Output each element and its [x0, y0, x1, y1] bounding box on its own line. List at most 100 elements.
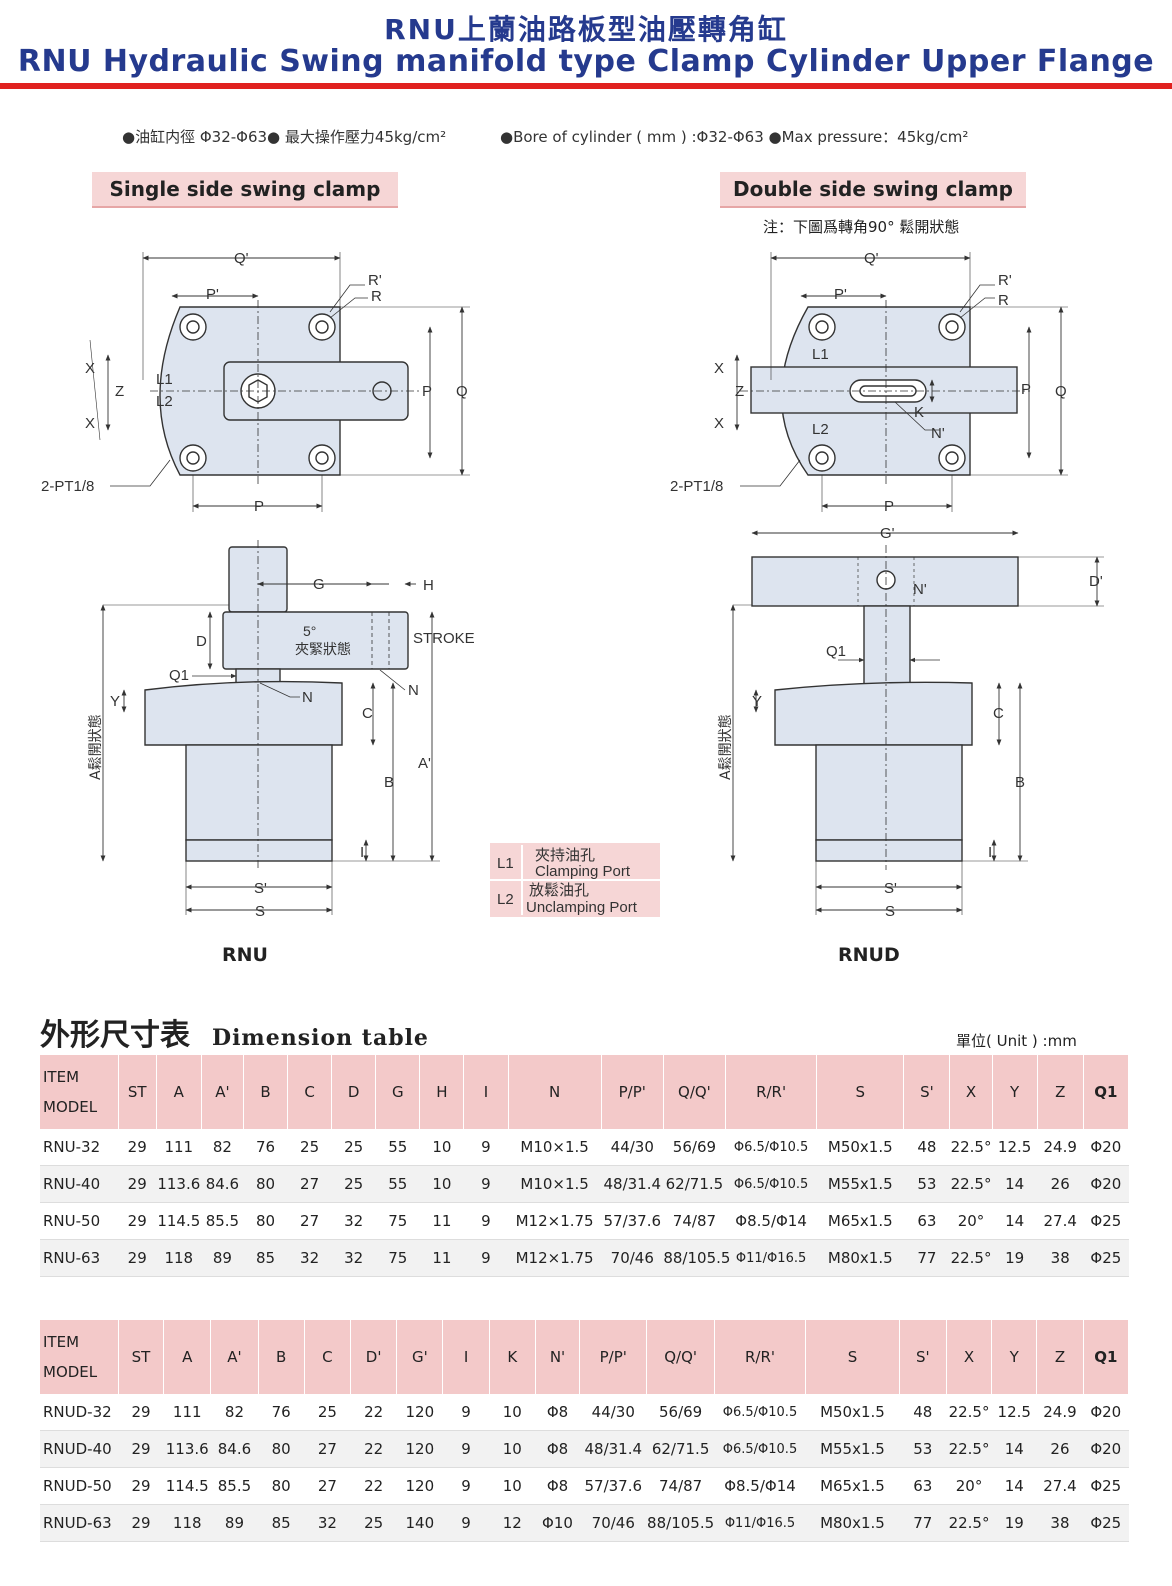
- table-cell: 10: [419, 1165, 464, 1203]
- table-cell: 25: [331, 1165, 376, 1203]
- rnu-label-5deg: 5°: [303, 623, 316, 639]
- table2-header: P/P': [579, 1320, 648, 1394]
- rnu-label-r-prime: R': [368, 272, 382, 289]
- page-title-en: RNU Hydraulic Swing manifold type Clamp …: [17, 44, 1155, 79]
- rnud-label-c: C: [993, 705, 1004, 722]
- table2-header: ST: [118, 1320, 165, 1394]
- table-cell: 19: [991, 1504, 1037, 1542]
- table1-header: D: [331, 1055, 377, 1129]
- table-cell: 111: [163, 1394, 211, 1431]
- table-cell: 114.5: [163, 1467, 211, 1505]
- table-cell: 140: [396, 1504, 443, 1542]
- rnu-label-b: B: [384, 774, 394, 791]
- model-cell: RNU-40: [40, 1165, 119, 1203]
- table-cell: 55: [375, 1165, 420, 1203]
- table-cell: 32: [304, 1504, 351, 1542]
- table1-header: S': [903, 1055, 951, 1129]
- legend-l2-zh: 放鬆油孔: [529, 881, 589, 899]
- table1-header: B: [243, 1055, 289, 1129]
- table-cell: 85: [258, 1504, 305, 1542]
- table-cell: 113.6: [156, 1165, 202, 1203]
- table-cell: 74/87: [663, 1202, 726, 1240]
- table-cell: 80: [243, 1165, 288, 1203]
- table-cell: 75: [375, 1239, 420, 1277]
- table-cell: Φ25: [1083, 1467, 1129, 1505]
- model-cell: RNUD-32: [40, 1394, 119, 1431]
- rnud-label-l1: L1: [812, 346, 829, 363]
- table-cell: 88/105.5: [646, 1504, 715, 1542]
- table2-header: C: [304, 1320, 352, 1394]
- table-cell: Φ11/Φ16.5: [725, 1239, 817, 1277]
- rnud-label-y: Y: [752, 693, 762, 710]
- table-cell: 29: [118, 1394, 164, 1431]
- table-cell: 82: [201, 1129, 244, 1166]
- table-cell: 10: [489, 1394, 536, 1431]
- table-cell: 63: [899, 1467, 947, 1505]
- table-cell: Φ25: [1083, 1504, 1129, 1542]
- table-cell: Φ8: [535, 1430, 580, 1468]
- table2-header: B: [258, 1320, 305, 1394]
- rnu-label-p-vert: P: [422, 383, 432, 400]
- table-cell: 53: [903, 1165, 950, 1203]
- table-cell: 26: [1036, 1430, 1084, 1468]
- table2-header: Y: [991, 1320, 1038, 1394]
- table-cell: 77: [899, 1504, 947, 1542]
- table-cell: 29: [118, 1467, 164, 1505]
- table1-header: N: [508, 1055, 602, 1129]
- table-cell: 48: [903, 1129, 950, 1166]
- table-cell: 9: [463, 1239, 508, 1277]
- table2-header: D': [350, 1320, 398, 1394]
- rnu-label-q-prime: Q': [234, 250, 249, 267]
- rnu-label-clamped: 夾緊狀態: [295, 642, 351, 658]
- table1-header: Z: [1037, 1055, 1084, 1129]
- rnu-label-p-prime: P': [206, 286, 219, 303]
- table2-header: N': [535, 1320, 581, 1394]
- table-cell: Φ20: [1083, 1129, 1129, 1166]
- table-cell: 84.6: [201, 1165, 244, 1203]
- rnud-label-q1: Q1: [826, 643, 846, 660]
- rnu-label-s: S: [255, 903, 265, 920]
- rnud-label-r: R: [998, 292, 1009, 309]
- table2-header: A': [210, 1320, 259, 1394]
- table-cell: 22: [350, 1394, 397, 1431]
- table-cell: 118: [156, 1239, 202, 1277]
- table-cell: 82: [210, 1394, 259, 1431]
- port-legend: L1 夾持油孔 Clamping Port L2 放鬆油孔 Unclamping…: [490, 843, 660, 917]
- rnu-label-h: H: [423, 577, 434, 594]
- table-cell: 9: [442, 1430, 490, 1468]
- table-cell: 44/30: [579, 1394, 647, 1431]
- table-cell: M10×1.5: [508, 1129, 602, 1166]
- rnud-label-p-prime: P': [834, 286, 847, 303]
- legend-l1-en: Clamping Port: [535, 863, 631, 880]
- table-cell: 11: [419, 1239, 464, 1277]
- table-cell: 118: [163, 1504, 211, 1542]
- table-cell: 22.5°: [946, 1394, 992, 1431]
- table-cell: 11: [419, 1202, 464, 1240]
- table2-header: Q1: [1083, 1320, 1130, 1394]
- rnu-label-s-prime: S': [254, 880, 267, 897]
- table-cell: Φ20: [1083, 1165, 1129, 1203]
- table-cell: 27.4: [1037, 1202, 1084, 1240]
- table-cell: 62/71.5: [646, 1430, 715, 1468]
- table1-header: P/P': [601, 1055, 664, 1129]
- legend-l1: L1: [497, 855, 514, 872]
- rnu-label-q: Q: [456, 383, 468, 400]
- table2-header: R/R': [714, 1320, 807, 1394]
- table1-header: R/R': [725, 1055, 818, 1129]
- table-cell: 120: [396, 1467, 443, 1505]
- table-cell: 29: [118, 1202, 157, 1240]
- model-cell: RNU-50: [40, 1202, 119, 1240]
- table-cell: Φ8.5/Φ14: [714, 1467, 806, 1505]
- double-side-title: Double side swing clamp: [720, 172, 1026, 208]
- rnu-label-i: I: [360, 844, 364, 861]
- table-cell: 55: [375, 1129, 420, 1166]
- table-cell: Φ6.5/Φ10.5: [725, 1129, 817, 1166]
- model-label-rnud: RNUD: [838, 944, 900, 966]
